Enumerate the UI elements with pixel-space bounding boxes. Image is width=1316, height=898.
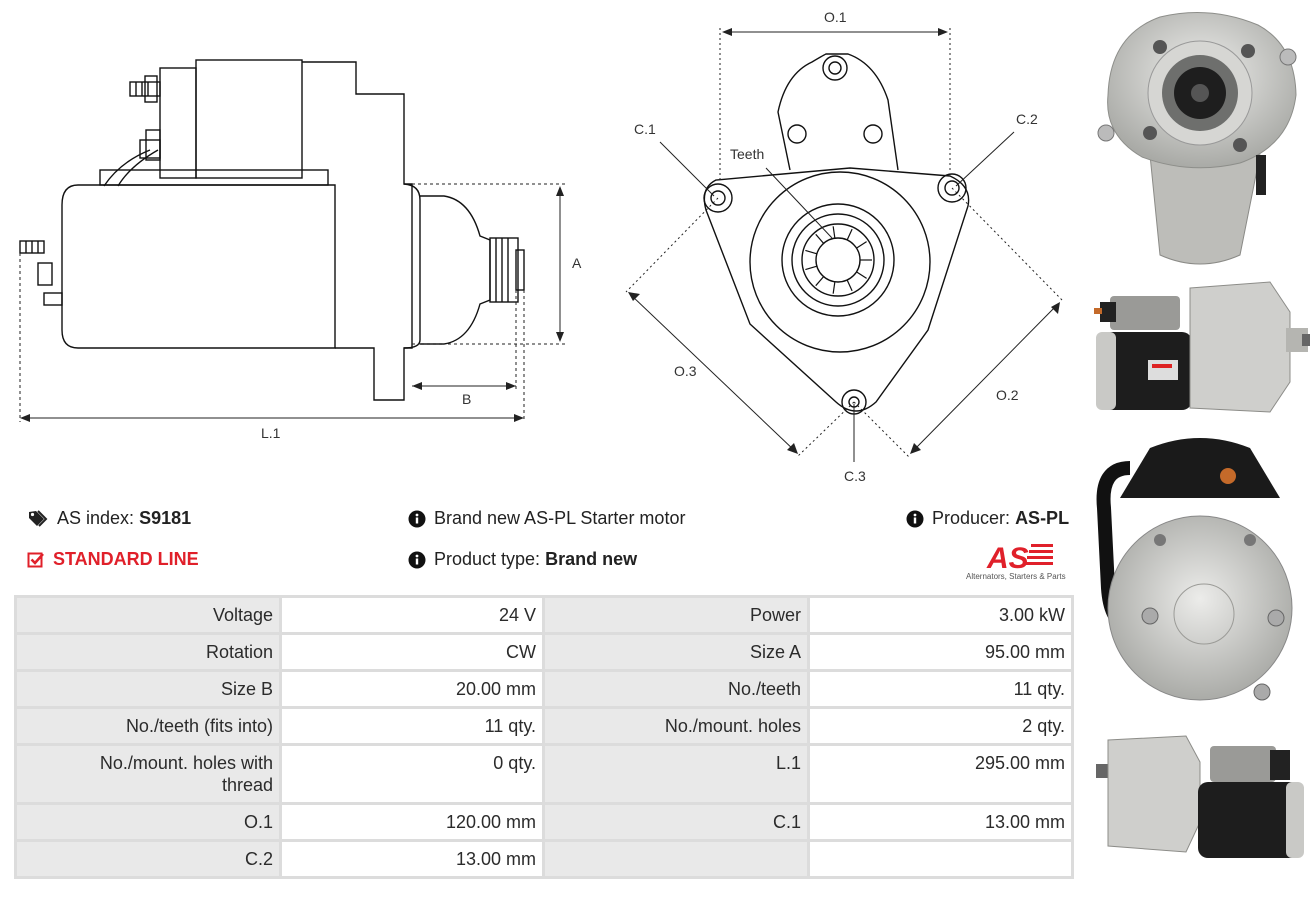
gear-tooth bbox=[846, 279, 853, 292]
spec-label: Size A bbox=[545, 635, 807, 669]
gear-tooth bbox=[815, 276, 825, 287]
spec-label: C.2 bbox=[17, 842, 279, 876]
dim-label-c3: C.3 bbox=[844, 468, 866, 484]
product-photo-front[interactable] bbox=[1090, 5, 1312, 273]
info-icon bbox=[906, 510, 924, 527]
as-index-label: AS index: bbox=[57, 508, 135, 528]
spec-value: 11 qty. bbox=[282, 709, 542, 743]
spec-label: Size B bbox=[17, 672, 279, 706]
table-row: Voltage 24 V Power 3.00 kW bbox=[17, 598, 1071, 632]
standard-line-row: STANDARD LINE bbox=[27, 549, 199, 570]
side-view-drawing: A B L.1 bbox=[19, 59, 582, 441]
gear-tooth bbox=[805, 249, 818, 255]
spec-label: L.1 bbox=[545, 746, 807, 802]
spec-label: No./teeth (fits into) bbox=[17, 709, 279, 743]
spec-label: Rotation bbox=[17, 635, 279, 669]
description-row: Brand new AS-PL Starter motor bbox=[408, 508, 685, 529]
product-photo-top[interactable] bbox=[1090, 722, 1312, 862]
spec-label bbox=[545, 842, 807, 876]
as-pl-logo: AS bbox=[986, 542, 1053, 575]
dim-label-c1: C.1 bbox=[634, 121, 656, 137]
as-index-value[interactable]: S9181 bbox=[139, 508, 192, 528]
table-row: No./teeth (fits into) 11 qty. No./mount.… bbox=[17, 709, 1071, 743]
gear-tooth bbox=[805, 265, 818, 271]
svg-text:AS: AS bbox=[986, 542, 1029, 575]
spec-label: No./mount. holes bbox=[545, 709, 807, 743]
spec-value: 3.00 kW bbox=[810, 598, 1071, 632]
product-photo-side[interactable] bbox=[1090, 272, 1312, 420]
producer-label: Producer: bbox=[932, 508, 1011, 528]
product-type-row: Product type: Brand new bbox=[408, 549, 637, 570]
spec-value: 20.00 mm bbox=[282, 672, 542, 706]
spec-value: 295.00 mm bbox=[810, 746, 1071, 802]
gear-tooth bbox=[832, 226, 836, 239]
producer-value[interactable]: AS-PL bbox=[1015, 508, 1070, 528]
description-text: Brand new AS-PL Starter motor bbox=[434, 508, 686, 528]
info-icon bbox=[408, 510, 426, 527]
table-row: No./mount. holes with thread 0 qty. L.1 … bbox=[17, 746, 1071, 802]
dim-label-a: A bbox=[572, 255, 582, 271]
spec-table: Voltage 24 V Power 3.00 kW Rotation CW S… bbox=[14, 595, 1074, 879]
as-index-row: AS index: S9181 bbox=[27, 508, 191, 529]
gear-tooth bbox=[846, 228, 853, 241]
dim-label-teeth: Teeth bbox=[730, 146, 764, 162]
spec-label: No./mount. holes with thread bbox=[17, 746, 279, 802]
gear-tooth bbox=[815, 233, 825, 244]
spec-value: 2 qty. bbox=[810, 709, 1071, 743]
gear-tooth bbox=[856, 241, 867, 249]
standard-line-label: STANDARD LINE bbox=[53, 549, 199, 569]
spec-label: Voltage bbox=[17, 598, 279, 632]
spec-label: O.1 bbox=[17, 805, 279, 839]
info-icon bbox=[408, 551, 426, 568]
dim-label-l1: L.1 bbox=[261, 425, 281, 441]
dim-label-c2: C.2 bbox=[1016, 111, 1038, 127]
spec-value: CW bbox=[282, 635, 542, 669]
table-row: Size B 20.00 mm No./teeth 11 qty. bbox=[17, 672, 1071, 706]
spec-label: No./teeth bbox=[545, 672, 807, 706]
dim-label-o1: O.1 bbox=[824, 9, 847, 25]
gear-tooth bbox=[856, 271, 867, 279]
spec-value: 95.00 mm bbox=[810, 635, 1071, 669]
front-view-drawing: O.1 O.2 O.3 C.1 C.2 C.3 Teeth bbox=[625, 9, 1063, 484]
product-photo-rear[interactable] bbox=[1090, 428, 1312, 718]
dim-label-o2: O.2 bbox=[996, 387, 1019, 403]
product-type-value: Brand new bbox=[545, 549, 638, 569]
table-row: Rotation CW Size A 95.00 mm bbox=[17, 635, 1071, 669]
spec-value: 11 qty. bbox=[810, 672, 1071, 706]
producer-row: Producer: AS-PL bbox=[906, 508, 1069, 529]
spec-value: 120.00 mm bbox=[282, 805, 542, 839]
logo-tagline: Alternators, Starters & Parts bbox=[966, 572, 1066, 581]
gear-tooth bbox=[832, 281, 836, 294]
spec-value bbox=[810, 842, 1071, 876]
spec-label: C.1 bbox=[545, 805, 807, 839]
product-type-label: Product type: bbox=[434, 549, 541, 569]
spec-value: 0 qty. bbox=[282, 746, 542, 802]
table-row: O.1 120.00 mm C.1 13.00 mm bbox=[17, 805, 1071, 839]
dim-label-o3: O.3 bbox=[674, 363, 697, 379]
spec-value: 13.00 mm bbox=[810, 805, 1071, 839]
spec-value: 24 V bbox=[282, 598, 542, 632]
spec-value: 13.00 mm bbox=[282, 842, 542, 876]
table-row: C.2 13.00 mm bbox=[17, 842, 1071, 876]
spec-label: Power bbox=[545, 598, 807, 632]
dim-label-b: B bbox=[462, 391, 471, 407]
tags-icon bbox=[29, 509, 48, 527]
checkbox-icon bbox=[27, 552, 44, 567]
